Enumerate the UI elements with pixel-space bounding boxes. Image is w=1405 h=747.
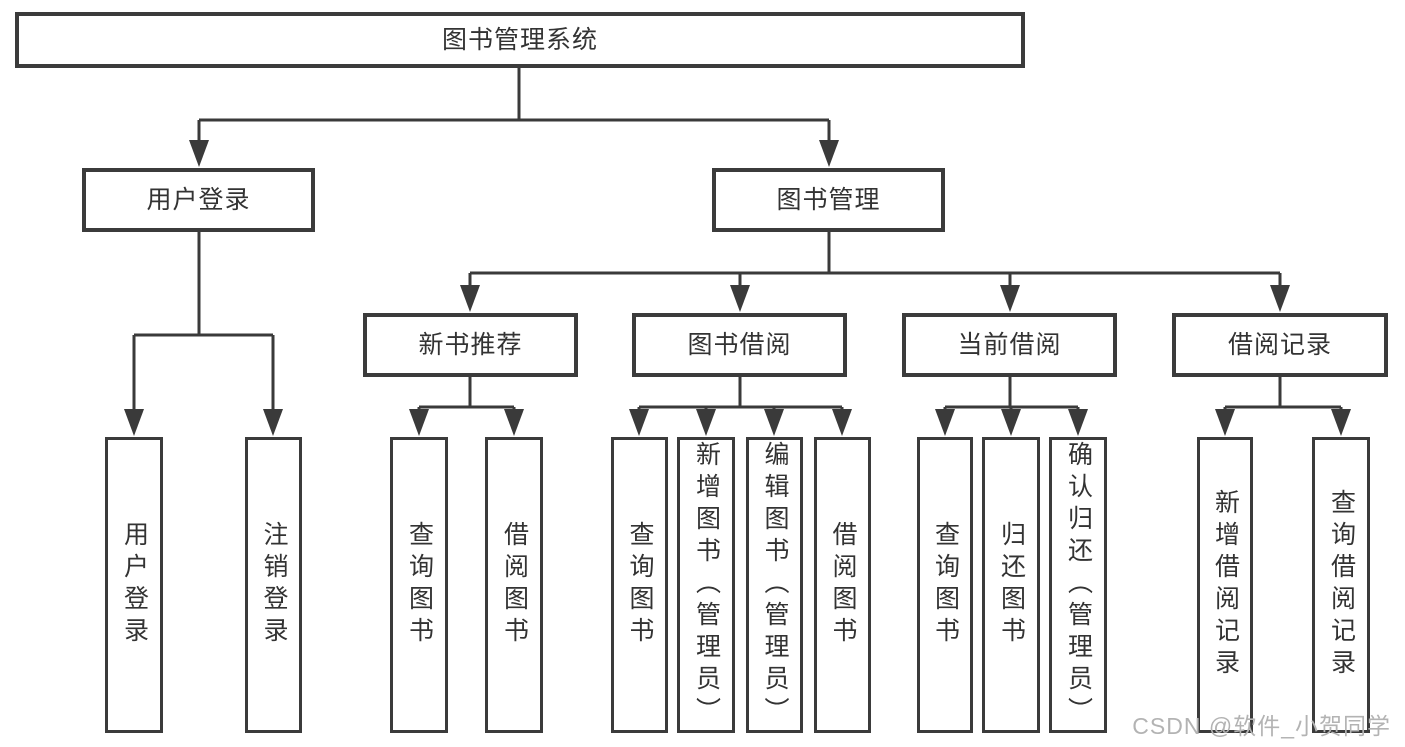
node-query-borrow-record: 查询借阅记录	[1312, 437, 1370, 733]
node-borrow-books-leaf: 借阅图书	[814, 437, 871, 733]
node-borrow-records: 借阅记录	[1172, 313, 1388, 377]
node-book-management: 图书管理	[712, 168, 945, 232]
node-new-book-recommend: 新书推荐	[363, 313, 578, 377]
node-user-login: 用户登录	[82, 168, 315, 232]
node-user-login-leaf: 用户登录	[105, 437, 163, 733]
node-library-system: 图书管理系统	[15, 12, 1025, 68]
node-query-books-borrow: 查询图书	[611, 437, 668, 733]
node-current-borrow: 当前借阅	[902, 313, 1117, 377]
node-return-books: 归还图书	[982, 437, 1040, 733]
node-add-book-admin: 新增图书（管理员）	[677, 437, 735, 733]
csdn-watermark: CSDN @软件_小贺同学	[1132, 713, 1391, 739]
node-query-books-current: 查询图书	[917, 437, 973, 733]
node-edit-book-admin: 编辑图书（管理员）	[746, 437, 803, 733]
node-book-borrow: 图书借阅	[632, 313, 847, 377]
node-logout-leaf: 注销登录	[245, 437, 302, 733]
node-query-books-recommend: 查询图书	[390, 437, 448, 733]
node-add-borrow-record: 新增借阅记录	[1197, 437, 1253, 733]
node-confirm-return-admin: 确认归还（管理员）	[1049, 437, 1107, 733]
node-borrow-books-recommend: 借阅图书	[485, 437, 543, 733]
